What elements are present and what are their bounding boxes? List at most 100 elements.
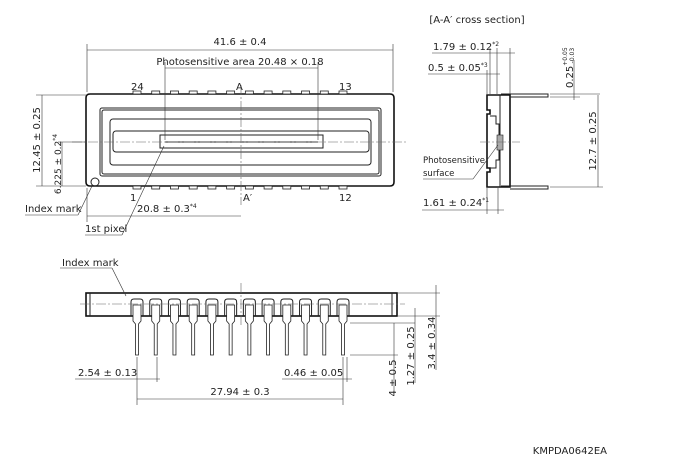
lead-span-label: 27.94 ± 0.3 <box>210 387 269 398</box>
top-pin <box>263 90 273 95</box>
pitch-label: 2.54 ± 0.13 <box>78 368 137 379</box>
side-body <box>85 292 398 317</box>
lead <box>188 304 198 356</box>
drawing-number: KMPDA0642EA <box>533 446 607 457</box>
bottom-pin <box>319 185 329 190</box>
index-mark-label: Index mark <box>25 204 82 215</box>
top-pin <box>226 90 236 95</box>
lead-length-label: 4 ± 0.5 <box>388 359 399 396</box>
lead-shoulder <box>299 298 313 316</box>
lead <box>226 304 236 356</box>
bottom-pin <box>170 185 179 190</box>
side-view: Index mark 2.54 ± 0.13 0.46 ± 0.05 27.94… <box>60 258 440 405</box>
dim-1-79-note: *2 <box>492 41 499 48</box>
lead-shoulder <box>186 298 200 316</box>
svg-text:20.8 ± 0.3*4: 20.8 ± 0.3*4 <box>137 203 197 215</box>
side-pins <box>130 298 350 356</box>
bottom-pin <box>244 185 254 190</box>
lead <box>170 304 179 356</box>
package-body <box>85 93 395 187</box>
sensor-window <box>159 134 324 149</box>
dim-12-7-label: 12.7 ± 0.25 <box>588 111 599 170</box>
lead-shoulder <box>149 298 163 316</box>
photosensitive-surface-label-2: surface <box>423 169 454 179</box>
lead-shoulder <box>261 298 275 316</box>
dim-0-25-label: 0.25 <box>565 66 576 88</box>
photosensitive-chip <box>496 134 504 151</box>
dim-0-5-label: 0.5 ± 0.05 <box>428 63 481 74</box>
dim-1-61-note: *1 <box>482 197 489 204</box>
bottom-pin <box>226 185 236 190</box>
top-view: 41.6 ± 0.4 Photosensitive area 20.48 × 0… <box>25 37 408 236</box>
dim-1-61-label: 1.61 ± 0.24 <box>423 198 482 209</box>
lead-shoulder <box>317 298 331 316</box>
center-offset-note: *4 <box>190 203 197 210</box>
pin-13-label: 13 <box>339 82 352 93</box>
lead <box>263 304 273 356</box>
half-height-note: *4 <box>52 134 59 141</box>
lead <box>319 304 329 356</box>
lead-shoulder <box>280 298 294 316</box>
pin-12-label: 12 <box>339 193 352 204</box>
svg-text:1.61 ± 0.24*1: 1.61 ± 0.24*1 <box>423 197 489 209</box>
bottom-pin <box>301 185 310 190</box>
side-index-mark-label: Index mark <box>62 258 119 269</box>
section-a-prime-label: A′ <box>243 193 253 204</box>
pins <box>132 90 348 190</box>
overall-length-label: 41.6 ± 0.4 <box>214 37 267 48</box>
svg-text:0.25+0.05-0.03: 0.25+0.05-0.03 <box>562 47 576 88</box>
lead-shoulder <box>242 298 256 316</box>
dim-0-5-note: *3 <box>481 62 488 69</box>
top-pin <box>301 90 310 95</box>
lead-shoulder <box>224 298 238 316</box>
bottom-pin <box>132 185 142 190</box>
svg-text:0.5 ± 0.05*3: 0.5 ± 0.05*3 <box>428 62 488 74</box>
lead <box>207 304 217 356</box>
lead-shoulder <box>167 298 181 316</box>
top-pin <box>132 90 142 95</box>
photosensitive-area-label: Photosensitive area 20.48 × 0.18 <box>156 57 323 68</box>
cross-section-title: [A-A′ cross section] <box>429 15 524 26</box>
top-pin <box>170 90 179 95</box>
bottom-pin <box>188 185 198 190</box>
top-pin <box>282 90 292 95</box>
lead <box>132 304 142 356</box>
height-label: 12.45 ± 0.25 <box>32 107 43 173</box>
dim-0-25-tol-plus: +0.05 <box>562 47 569 66</box>
bottom-pin <box>338 185 348 190</box>
cross-section-view: [A-A′ cross section] 1.79 ± 0.12*2 0.5 ±… <box>422 15 603 214</box>
lead <box>338 304 348 356</box>
bottom-pin <box>151 185 161 190</box>
top-pin <box>319 90 329 95</box>
photosensitive-surface-label-1: Photosensitive <box>423 156 485 166</box>
standoff-label: 1.27 ± 0.25 <box>406 326 417 385</box>
lead <box>282 304 292 356</box>
pin-1-label: 1 <box>130 193 136 204</box>
lead <box>151 304 161 356</box>
top-pin <box>151 90 161 95</box>
dim-0-25-tol-minus: -0.03 <box>569 48 576 64</box>
svg-text:1.79 ± 0.12*2: 1.79 ± 0.12*2 <box>433 41 499 53</box>
lead-width-label: 0.46 ± 0.05 <box>284 368 343 379</box>
pin-24-label: 24 <box>131 82 144 93</box>
lead-shoulder <box>205 298 219 316</box>
center-offset-label: 20.8 ± 0.3 <box>137 204 190 215</box>
top-pin <box>244 90 254 95</box>
bottom-pin <box>207 185 217 190</box>
lead-shoulder <box>130 298 144 316</box>
bottom-pin <box>282 185 292 190</box>
dim-1-79-label: 1.79 ± 0.12 <box>433 42 492 53</box>
top-pin <box>188 90 198 95</box>
lead <box>244 304 254 356</box>
lead <box>301 304 310 356</box>
first-pixel-label: 1st pixel <box>85 224 127 235</box>
half-height-label: 6.225 ± 0.2 <box>54 141 64 194</box>
bottom-pin <box>263 185 273 190</box>
svg-text:6.225 ± 0.2*4: 6.225 ± 0.2*4 <box>52 134 64 194</box>
top-pin <box>207 90 217 95</box>
lead-shoulder <box>336 298 350 316</box>
thickness-label: 3.4 ± 0.34 <box>427 317 438 370</box>
index-mark-icon <box>90 177 100 187</box>
top-pin <box>338 90 348 95</box>
